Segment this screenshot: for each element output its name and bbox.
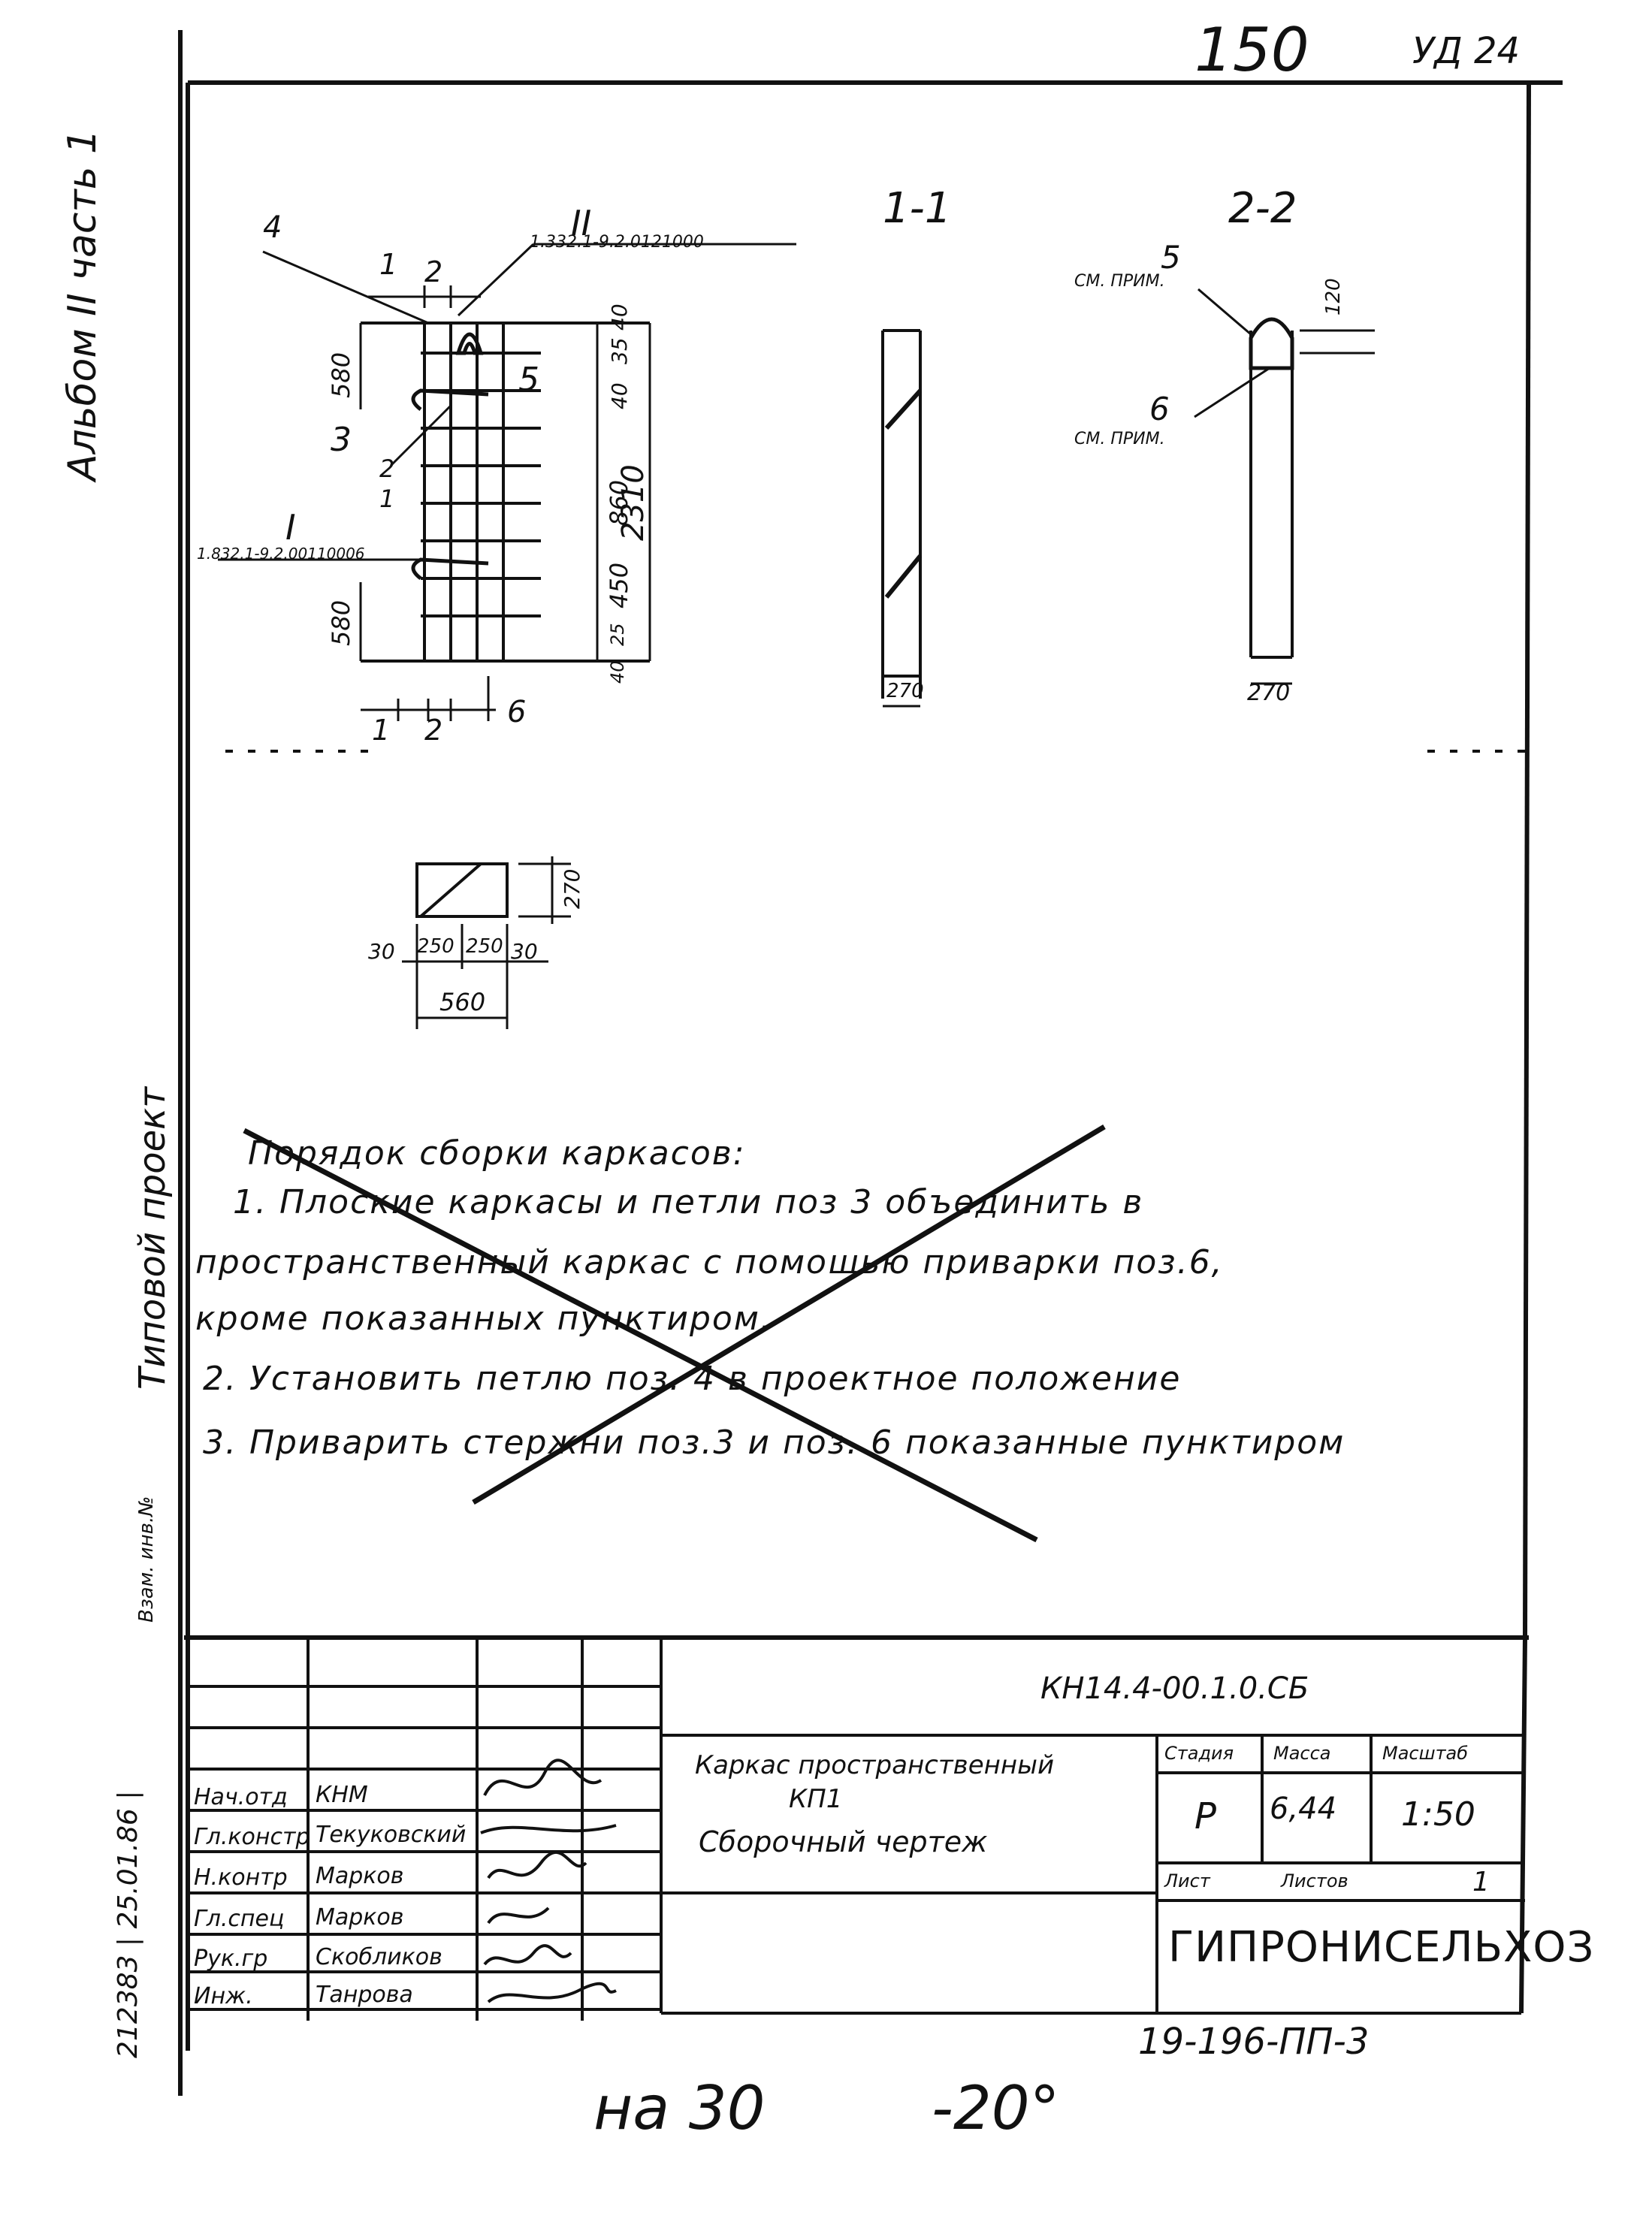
notes-line-5: 3. Приварить стержни поз.3 и поз. 6 пока… <box>203 1423 1345 1462</box>
col-stage-label: Стадия <box>1164 1743 1234 1764</box>
side-text-album: Альбом II часть 1 <box>60 128 105 481</box>
organization-name: ГИПРОНИСЕЛЬХОЗ <box>1168 1923 1595 1972</box>
sig-name-2: Текуковский <box>316 1822 467 1848</box>
section-label-1-1: 1-1 <box>883 184 952 233</box>
dim-35: 35 <box>607 337 632 364</box>
dim-30-left: 30 <box>368 939 395 964</box>
label-sm-prim-5: СМ. ПРИМ. <box>1074 272 1165 291</box>
label-ref-II: II <box>571 203 592 243</box>
stage-value: Р <box>1194 1795 1216 1837</box>
label-pos-5-section: 5 <box>1161 239 1181 276</box>
sig-role-4: Гл.спец <box>194 1906 285 1932</box>
project-code: 19-196-ПП-3 <box>1138 2021 1370 2063</box>
dim-250-right: 250 <box>466 935 503 958</box>
col-mass-label: Масса <box>1273 1743 1331 1764</box>
dim-450: 450 <box>605 562 633 608</box>
bottom-note-left: на 30 <box>593 2073 766 2143</box>
notes-title: Порядок сборки каркасов: <box>248 1134 746 1173</box>
sheets-label: Листов <box>1281 1870 1348 1891</box>
label-pos-2-bottom: 2 <box>424 714 443 747</box>
product-name-3: Сборочный чертеж <box>699 1825 988 1858</box>
sig-role-6: Инж. <box>194 1983 253 2009</box>
label-sm-prim-6: СМ. ПРИМ. <box>1074 430 1165 448</box>
mass-value: 6,44 <box>1270 1792 1337 1826</box>
side-text-stamp: Взам. инв.№ <box>135 1496 158 1623</box>
corner-mark: УД 24 <box>1412 30 1521 72</box>
notes-line-3: кроме показанных пунктиром. <box>195 1300 772 1338</box>
label-pos-2-top: 2 <box>424 255 443 288</box>
label-ref-II-doc: 1.332.1-9.2.0121000 <box>530 233 704 252</box>
sheet-number: 150 <box>1194 15 1309 85</box>
label-pos-1-bottom: 1 <box>372 714 391 747</box>
dim-2310: 2310 <box>616 464 651 541</box>
label-pos-1-top: 1 <box>379 248 398 281</box>
dim-580-bottom: 580 <box>327 599 355 646</box>
signature-scribbles <box>480 1759 617 2003</box>
notes-line-2: пространственный каркас с помощью привар… <box>195 1243 1224 1282</box>
section-label-2-2: 2-2 <box>1228 184 1297 233</box>
scale-value: 1:50 <box>1401 1795 1475 1834</box>
label-pos-3: 3 <box>331 421 352 459</box>
notes-line-4: 2. Установить петлю поз. 4 в проектное п… <box>203 1360 1182 1398</box>
sig-role-5: Рук.гр <box>194 1946 268 1972</box>
dim-30-right: 30 <box>511 939 538 964</box>
sig-role-3: Н.контр <box>194 1864 288 1891</box>
sig-role-1: Нач.отд <box>194 1784 288 1810</box>
sheet-label: Лист <box>1164 1870 1210 1891</box>
sig-name-1: КНМ <box>316 1782 368 1808</box>
sig-name-5: Скобликов <box>316 1944 442 1970</box>
sig-name-3: Марков <box>316 1863 404 1889</box>
dim-40-bottom: 40 <box>607 660 628 684</box>
dim-270-small: 270 <box>560 868 584 909</box>
label-pos-1-mid: 1 <box>379 485 395 513</box>
label-pos-2-mid: 2 <box>379 454 395 483</box>
label-ref-I-doc: 1.832.1-9.2.00110006 <box>197 545 365 563</box>
dim-270-section-1: 270 <box>886 680 924 702</box>
label-pos-5: 5 <box>518 361 539 399</box>
doc-code: КН14.4-00.1.0.СБ <box>1040 1671 1309 1706</box>
sig-role-2: Гл.констр <box>194 1824 310 1850</box>
label-pos-6: 6 <box>507 695 527 729</box>
label-pos-4: 4 <box>263 210 282 245</box>
dim-40-mid: 40 <box>607 382 632 409</box>
bottom-note-right: -20° <box>932 2073 1060 2143</box>
product-name-1: Каркас пространственный <box>695 1750 1055 1780</box>
side-text-typical: Типовой проект <box>131 1086 174 1390</box>
label-pos-6-section: 6 <box>1149 391 1170 427</box>
sig-name-4: Марков <box>316 1904 404 1931</box>
dim-270-section-2: 270 <box>1247 680 1291 706</box>
sheets-count: 1 <box>1472 1867 1490 1897</box>
sig-name-6: Танрова <box>316 1982 413 2008</box>
dim-40-top: 40 <box>607 303 632 331</box>
dim-580-top: 580 <box>327 352 355 398</box>
notes-line-1: 1. Плоские каркасы и петли поз 3 объедин… <box>233 1183 1144 1221</box>
dim-25: 25 <box>607 623 628 646</box>
label-ref-I: I <box>285 507 296 548</box>
dim-120: 120 <box>1322 278 1345 315</box>
side-text-inv: 212383 | 25.01.86 | <box>113 1790 143 2058</box>
dim-250-left: 250 <box>417 935 455 958</box>
col-scale-label: Масштаб <box>1382 1743 1469 1764</box>
product-name-2: КП1 <box>789 1784 843 1814</box>
dim-560: 560 <box>439 988 486 1016</box>
